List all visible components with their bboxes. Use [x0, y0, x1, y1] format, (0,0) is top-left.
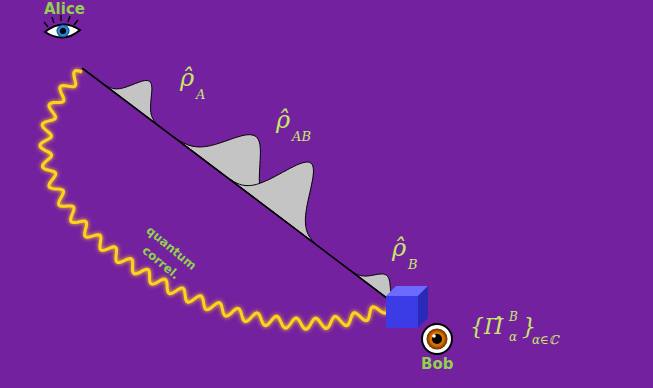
state-symbol: ρ̂ — [392, 236, 406, 260]
detector-cube — [386, 286, 428, 328]
state-subscript: A — [196, 88, 205, 101]
state-symbol: ρ̂ — [276, 108, 290, 132]
gaussian-packet — [230, 162, 317, 245]
povm-symbol: {Π̂ — [470, 316, 503, 338]
alice-eye — [44, 15, 80, 38]
bob-eye — [422, 324, 452, 354]
correlation-wave — [40, 71, 388, 330]
state-symbol: ρ̂ — [180, 66, 194, 90]
propagation-line — [82, 68, 400, 308]
state-subscript: AB — [292, 130, 311, 143]
povm-subscript: α — [509, 331, 517, 343]
povm-index: α∈ℂ — [532, 334, 559, 346]
actor-name: Alice — [44, 2, 85, 17]
state-subscript: B — [408, 258, 418, 271]
povm-superscript: B — [509, 311, 518, 323]
actor-name: Bob — [421, 357, 453, 372]
